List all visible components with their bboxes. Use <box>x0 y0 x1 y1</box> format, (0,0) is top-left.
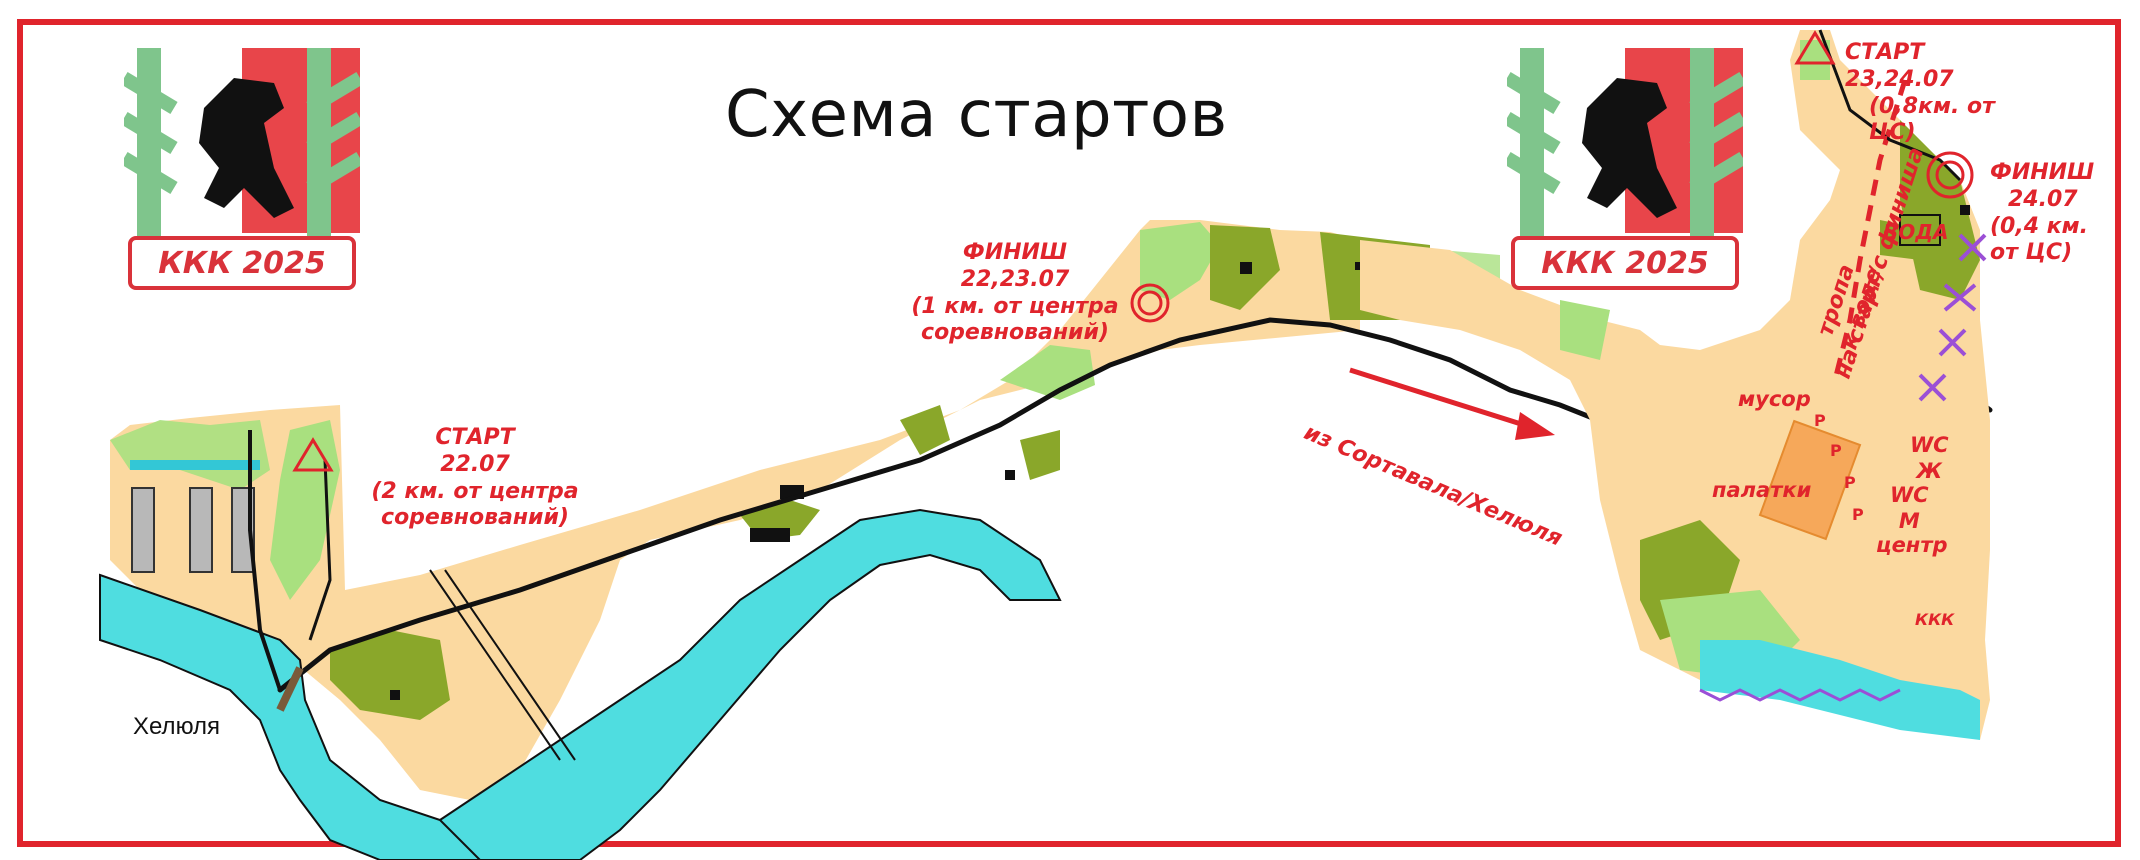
start-label-1: СТАРТ 22.07 (2 км. от центра соревновани… <box>371 425 579 531</box>
area-left <box>110 220 1500 800</box>
logo-caption: ККК 2025 <box>1511 236 1739 290</box>
parking-icon: P <box>1844 473 1856 492</box>
finish-label-1: ФИНИШ 22,23.07 (1 км. от центра соревнов… <box>911 240 1119 346</box>
start-triangle-icon <box>1794 30 1836 65</box>
building <box>130 460 260 470</box>
bridge <box>276 666 304 712</box>
forbidden-crossings <box>1918 233 1987 402</box>
forest-left-1 <box>110 420 270 490</box>
center-label: центр <box>1876 533 1948 557</box>
side-road <box>308 459 332 641</box>
tents-area <box>1758 419 1862 541</box>
parking-markers: P P P P <box>1814 411 1864 524</box>
finish-circle-icon <box>1926 151 1974 199</box>
finish-label-2: ФИНИШ 24.07 (0,4 км. от ЦС) <box>1990 160 2095 266</box>
forest-mid-1 <box>1000 345 1095 400</box>
building <box>189 487 213 573</box>
forest-mid-3 <box>1020 430 1060 480</box>
side-road <box>248 430 282 691</box>
direction-arrow <box>1349 367 1555 440</box>
start-label-2: СТАРТ 23,24.07 (0,8км. от ЦС) <box>1845 40 1995 146</box>
logo-caption: ККК 2025 <box>128 236 356 290</box>
forest-right-6 <box>1560 300 1610 360</box>
kkk-label: ККК <box>1915 610 1955 629</box>
building <box>131 487 155 573</box>
bear-emblem-icon <box>120 41 364 240</box>
power-line <box>429 569 576 761</box>
building <box>1960 205 1970 215</box>
map-frame <box>17 19 2121 847</box>
logo-right: ККК 2025 <box>1503 41 1747 294</box>
town-label: Хелюля <box>133 713 221 740</box>
water-label: ВОДА <box>1883 220 1949 244</box>
parking-icon: P <box>1852 505 1864 524</box>
trash-label: мусор <box>1738 387 1811 411</box>
building <box>1899 214 1941 246</box>
forest-top-1 <box>1140 222 1220 300</box>
wc-women-label: WC Ж <box>1910 433 1949 483</box>
building <box>750 528 790 542</box>
parking-icon: P <box>1814 411 1826 430</box>
forest-mid-2 <box>900 405 950 455</box>
building <box>390 690 400 700</box>
wc-men-label: WC М <box>1890 483 1929 533</box>
start-path <box>1832 79 1908 381</box>
finish-circle-icon <box>1130 283 1170 323</box>
tents-label: палатки <box>1712 478 1812 502</box>
building <box>1355 262 1363 270</box>
forest-right-4 <box>1800 40 1830 80</box>
logo-left: ККК 2025 <box>120 41 364 294</box>
forest-left-2 <box>270 420 340 600</box>
start-triangle-icon <box>292 437 334 472</box>
building <box>1005 470 1015 480</box>
open-land-right <box>1360 30 1990 740</box>
lake-shore <box>1700 640 1980 740</box>
shore-markers <box>1699 688 1901 702</box>
river <box>99 508 1062 860</box>
track <box>1818 29 1962 182</box>
parking-icon: P <box>1830 441 1842 460</box>
bear-emblem-icon <box>1503 41 1747 240</box>
page-title: Схема стартов <box>725 78 1228 152</box>
area-right <box>1360 29 1990 740</box>
forest-left-3 <box>330 630 450 720</box>
building <box>1240 262 1252 274</box>
